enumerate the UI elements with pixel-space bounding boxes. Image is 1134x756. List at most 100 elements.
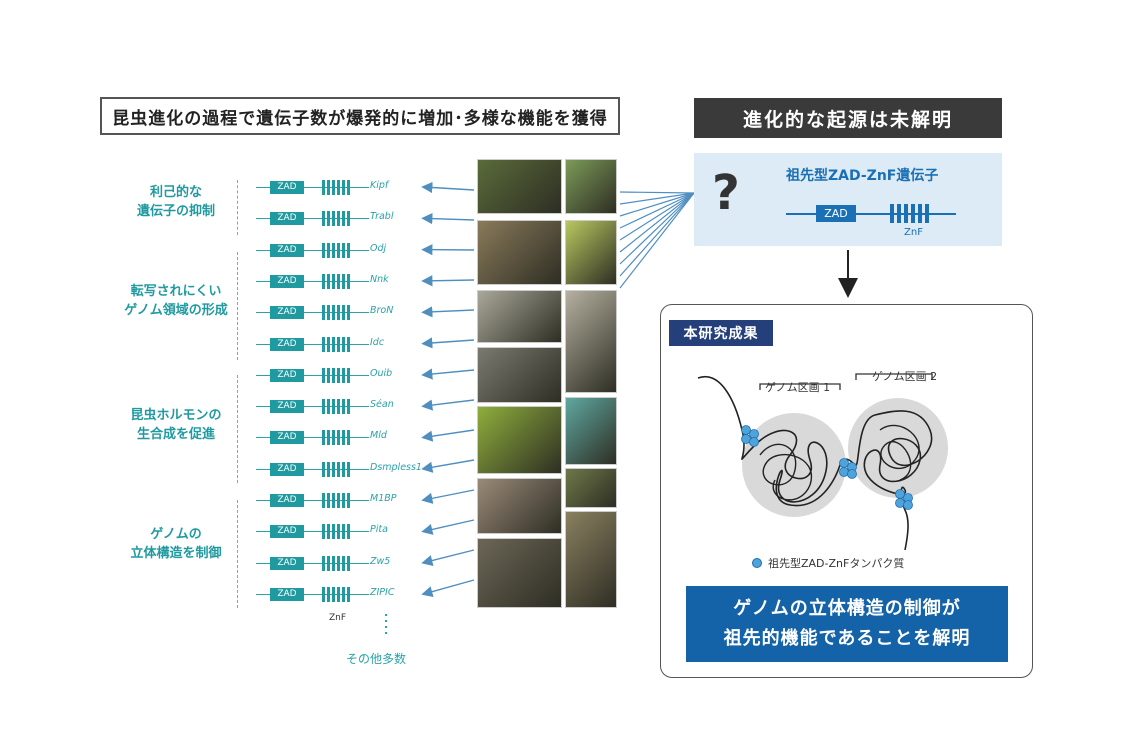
gene-name: Dsmpless1 xyxy=(370,461,422,473)
category-selfish-gene: 利己的な 遺伝子の抑制 xyxy=(106,183,246,221)
zad-domain: ZAD xyxy=(270,274,304,288)
gene-arrow xyxy=(421,181,475,194)
gene-arrow xyxy=(421,549,475,566)
znf-label: ZnF xyxy=(329,613,347,623)
legend-label: 祖先型ZAD-ZnFタンパク質 xyxy=(768,557,905,570)
zad-domain: ZAD xyxy=(270,212,304,226)
fan-line xyxy=(619,192,695,265)
znf-label: ZnF xyxy=(904,227,923,238)
photo-ladybugs xyxy=(477,478,562,534)
gene-backbone xyxy=(256,249,369,251)
genome-domain-2-label: ゲノム区画 2 xyxy=(872,370,938,383)
fan-line xyxy=(619,192,695,205)
gene-row: ZAD Mld xyxy=(256,430,426,446)
question-mark: ? xyxy=(712,165,740,221)
gene-backbone xyxy=(256,437,369,439)
genome-domain-1 xyxy=(742,413,846,517)
category-genome-region: 転写されにくい ゲノム領域の形成 xyxy=(106,282,246,320)
gene-arrow xyxy=(421,275,475,287)
gene-backbone xyxy=(256,562,369,564)
photo-stick-insect xyxy=(565,290,617,393)
znf-domain xyxy=(322,305,352,321)
gene-name: Kipf xyxy=(370,180,389,191)
gene-arrow xyxy=(421,459,475,473)
fan-line xyxy=(619,192,695,289)
gene-name: M1BP xyxy=(370,493,397,504)
category-label-line1: 利己的な xyxy=(149,185,202,200)
gene-name: Pita xyxy=(370,524,388,536)
conclusion-banner: ゲノムの立体構造の制御が 祖先的機能であることを解明 xyxy=(686,586,1008,662)
gene-backbone xyxy=(256,374,369,376)
protein-cluster-right xyxy=(895,489,913,510)
znf-domain xyxy=(322,273,352,289)
category-label-line1: 転写されにくい xyxy=(130,284,222,299)
gene-backbone xyxy=(786,213,956,215)
zad-domain: ZAD xyxy=(270,368,304,382)
gene-row: ZAD Nnk xyxy=(256,273,426,289)
category-label-line2: 生合成を促進 xyxy=(136,427,215,442)
ellipsis-dots xyxy=(385,614,388,634)
chromatin-diagram xyxy=(697,373,948,551)
zad-domain: ZAD xyxy=(270,400,304,414)
domain-2-bracket xyxy=(855,373,933,380)
gene-row: ZAD ZIPIC xyxy=(256,586,426,602)
gene-backbone xyxy=(256,187,369,188)
fan-line xyxy=(619,192,695,241)
znf-domain xyxy=(322,524,352,540)
gene-name: ZIPIC xyxy=(370,586,395,598)
gene-name: Idc xyxy=(370,336,385,348)
znf-domain xyxy=(322,399,352,415)
divider xyxy=(237,180,238,235)
chromatin-loop xyxy=(879,424,920,481)
domain-1-bracket xyxy=(759,383,841,390)
fan-line xyxy=(619,192,695,229)
gene-arrow xyxy=(421,368,475,380)
category-label-line2: 立体構造を制御 xyxy=(130,546,222,561)
photo-ground-beetle xyxy=(477,347,562,403)
gene-arrow xyxy=(421,399,475,411)
znf-domain xyxy=(322,180,352,195)
result-tag: 本研究成果 xyxy=(669,320,773,346)
photo-moth-on-bark xyxy=(477,220,562,285)
divider xyxy=(237,500,238,608)
gene-arrow xyxy=(421,579,475,598)
photo-yellow-eggs xyxy=(565,220,617,285)
gene-name: Nnk xyxy=(370,273,389,285)
fan-line xyxy=(619,191,695,194)
zad-domain: ZAD xyxy=(270,306,304,320)
photo-stag-beetle xyxy=(565,397,617,465)
zad-domain: ZAD xyxy=(270,431,304,445)
right-title: 進化的な起源は未解明 xyxy=(694,98,1002,138)
zad-domain: ZAD xyxy=(270,494,304,507)
zad-domain: ZAD xyxy=(270,462,304,476)
fan-line xyxy=(619,192,695,217)
others-label: その他多数 xyxy=(346,652,407,666)
conclusion-line-1: ゲノムの立体構造の制御が xyxy=(733,598,961,619)
gene-arrow xyxy=(421,489,475,504)
photo-butterfly xyxy=(565,468,617,508)
gene-name: Mld xyxy=(370,430,387,442)
znf-domain xyxy=(322,461,352,477)
zad-domain: ZAD xyxy=(270,587,304,601)
category-3d-structure: ゲノムの 立体構造を制御 xyxy=(106,525,246,563)
gene-backbone xyxy=(256,343,369,345)
chromatin-loop xyxy=(759,443,813,501)
gene-backbone xyxy=(256,500,369,501)
divider xyxy=(237,375,238,483)
znf-domain xyxy=(890,204,929,223)
photo-leaf-bug xyxy=(477,406,562,474)
gene-name: BroN xyxy=(370,305,394,317)
znf-domain xyxy=(322,336,352,352)
gene-backbone xyxy=(256,593,369,595)
legend-protein-dot xyxy=(752,558,762,568)
photo-rhino-beetle xyxy=(477,538,562,608)
zad-domain: ZAD xyxy=(270,556,304,570)
genome-domain-2 xyxy=(848,398,948,498)
protein-cluster-middle xyxy=(839,458,857,479)
